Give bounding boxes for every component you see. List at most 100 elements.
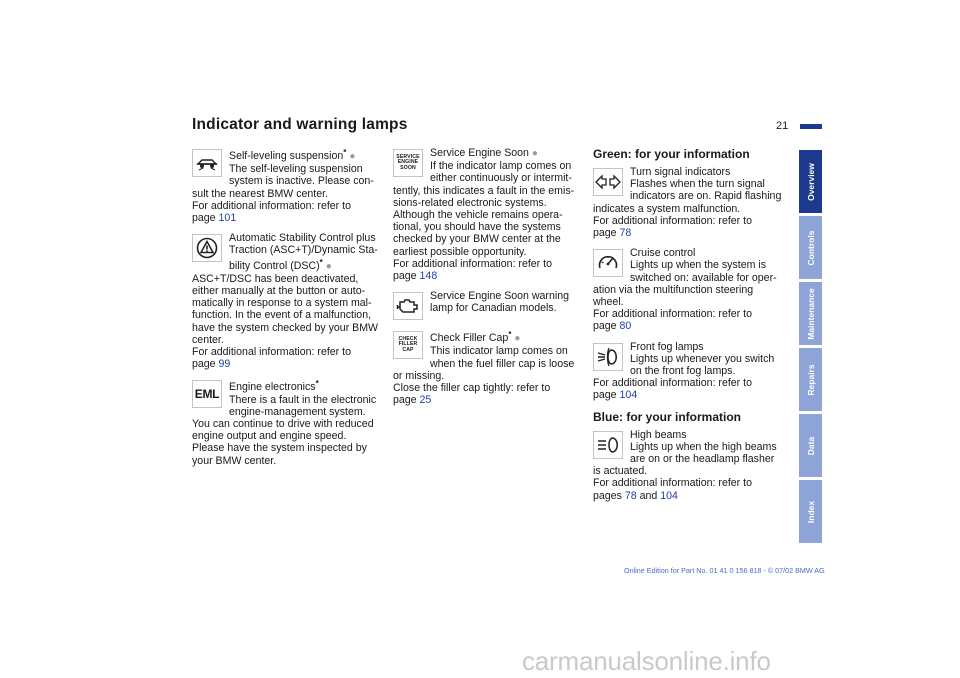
page-ref-link[interactable]: 101 (218, 212, 237, 225)
self-leveling-icon (192, 149, 222, 177)
icon-text: ENGINE (397, 159, 419, 166)
text-line: checked by your BMW center at the (393, 233, 561, 246)
star-mark: * (315, 379, 319, 389)
text-line: tently, this indicates a fault in the em… (393, 184, 575, 197)
tab-maintenance[interactable]: Maintenance (799, 282, 822, 345)
warning-triangle-icon (192, 234, 222, 263)
entry-check-filler-cap: CHECK FILLER CAP Check Filler Cap* ● Thi… (393, 329, 585, 406)
text-line: when the fuel filler cap is loose (430, 357, 575, 370)
column-left: Self-leveling suspension* ● The self-lev… (192, 147, 384, 475)
star-mark: * (319, 257, 323, 267)
tab-label: Maintenance (805, 287, 816, 340)
page-ref-link[interactable]: 80 (619, 320, 632, 333)
entry-cruise-control: Cruise control Lights up when the system… (593, 247, 785, 332)
text-line: For additional information: refer to (192, 199, 351, 212)
text-line: sions-related electronic systems. (393, 196, 547, 209)
text-line: matically in response to a system mal- (192, 297, 372, 310)
text-line: switched on: available for oper- (630, 271, 777, 284)
page-ref-link[interactable]: 99 (218, 358, 231, 371)
text-line: engine output and engine speed. (192, 430, 347, 443)
text-line: Lights up when the system is (630, 259, 767, 272)
footer-edition-note: Online Edition for Part No. 01 41 0 156 … (624, 566, 825, 575)
entry-canada-engine: Service Engine Soon warning lamp for Can… (393, 290, 585, 321)
page-ref-link[interactable]: 148 (419, 270, 438, 283)
page-ref-link[interactable]: 78 (619, 227, 632, 240)
text-line: sult the nearest BMW center. (192, 187, 329, 200)
page-title: Indicator and warning lamps (192, 116, 408, 133)
text-line: Lights up when the high beams (630, 440, 777, 453)
fog-lamps-heading: Front fog lamps (630, 340, 704, 353)
icon-text: CAP (402, 347, 414, 354)
turn-signal-icon (593, 168, 623, 196)
tab-label: Repairs (805, 363, 816, 396)
text-line: is actuated. (593, 465, 648, 478)
text-line: have the system checked by your BMW (192, 321, 379, 334)
high-beams-heading: High beams (630, 428, 687, 441)
tab-label: Data (805, 436, 816, 455)
text-line: Lights up whenever you switch (630, 352, 775, 365)
dot-mark: ● (325, 260, 332, 272)
tab-overview[interactable]: Overview (799, 150, 822, 213)
green-section-heading: Green: for your information (593, 147, 750, 161)
text-line: tional, you should have the systems (393, 221, 561, 234)
text-line: Please have the system inspected by (192, 442, 367, 455)
page-word: page (393, 270, 417, 283)
text-line: Although the vehicle remains opera- (393, 209, 563, 222)
column-middle: SERVICE ENGINE SOON Service Engine Soon … (393, 147, 585, 414)
blue-section-heading: Blue: for your information (593, 409, 741, 424)
watermark: carmanualsonline.info (522, 646, 771, 676)
text-line: For additional information: refer to (593, 477, 752, 490)
entry-turn-signal: Turn signal indicators Flashes when the … (593, 166, 785, 239)
cruise-control-heading: Cruise control (630, 247, 696, 260)
tab-repairs[interactable]: Repairs (799, 348, 822, 411)
pages-word: pages (593, 489, 622, 502)
page-ref-link[interactable]: 104 (619, 389, 638, 402)
text-line: If the indicator lamp comes on (430, 160, 572, 173)
tab-controls[interactable]: Controls (799, 216, 822, 279)
text-line: Close the filler cap tightly: refer to (393, 382, 551, 395)
entry-asc-dsc: Automatic Stability Control plus Tractio… (192, 232, 384, 370)
page-word: page (593, 389, 617, 402)
text-line: ation via the multifunction steering (593, 283, 754, 296)
text-line: For additional information: refer to (593, 308, 752, 321)
engine-electronics-heading: Engine electronics (229, 381, 316, 394)
text-line: You can continue to drive with reduced (192, 418, 374, 431)
page-ref-link[interactable]: 104 (660, 489, 678, 502)
entry-high-beams: High beams Lights up when the high beams… (593, 429, 785, 502)
icon-text: SERVICE (396, 153, 420, 160)
dot-mark: ● (531, 148, 538, 159)
text-line: Service Engine Soon warning (430, 290, 569, 303)
service-engine-soon-heading: Service Engine Soon (430, 147, 529, 159)
page-ref-link[interactable]: 78 (624, 489, 637, 502)
page-word: page (192, 358, 216, 371)
text-line: Automatic Stability Control plus (229, 232, 376, 245)
icon-text: FILLER (398, 341, 418, 348)
text-line: engine-management system. (229, 405, 366, 418)
text-line: There is a fault in the electronic (229, 393, 377, 406)
check-filler-cap-heading: Check Filler Cap (430, 332, 509, 345)
page-word: page (593, 227, 617, 240)
text-line: For additional information: refer to (192, 346, 351, 359)
text-line: function. In the event of a malfunction, (192, 309, 372, 322)
page-word: page (192, 212, 216, 225)
high-beam-icon (593, 430, 623, 459)
text-line: indicators are on. Rapid flashing (630, 190, 782, 203)
tab-index[interactable]: Index (799, 480, 822, 543)
text-line: wheel. (593, 296, 624, 309)
star-mark: * (343, 148, 347, 157)
text-line: bility Control (DSC) (229, 259, 320, 272)
text-line: ASC+T/DSC has been deactivated, (192, 272, 359, 285)
page-marker-bar (800, 124, 822, 129)
icon-text: CHECK (398, 335, 418, 342)
cruise-control-icon (593, 249, 623, 278)
page-ref-link[interactable]: 25 (419, 394, 432, 407)
entry-front-fog-lamps: Front fog lamps Lights up whenever you s… (593, 341, 785, 402)
tab-label: Overview (805, 162, 816, 201)
tab-data[interactable]: Data (799, 414, 822, 477)
text-line: lamp for Canadian models. (430, 302, 557, 315)
text-line: or missing. (393, 369, 445, 382)
service-engine-soon-icon: SERVICE ENGINE SOON (393, 149, 423, 177)
text-line: Traction (ASC+T)/Dynamic Sta- (229, 244, 378, 257)
page-word: page (393, 394, 417, 407)
column-right: Green: for your information Turn signal … (593, 147, 785, 510)
